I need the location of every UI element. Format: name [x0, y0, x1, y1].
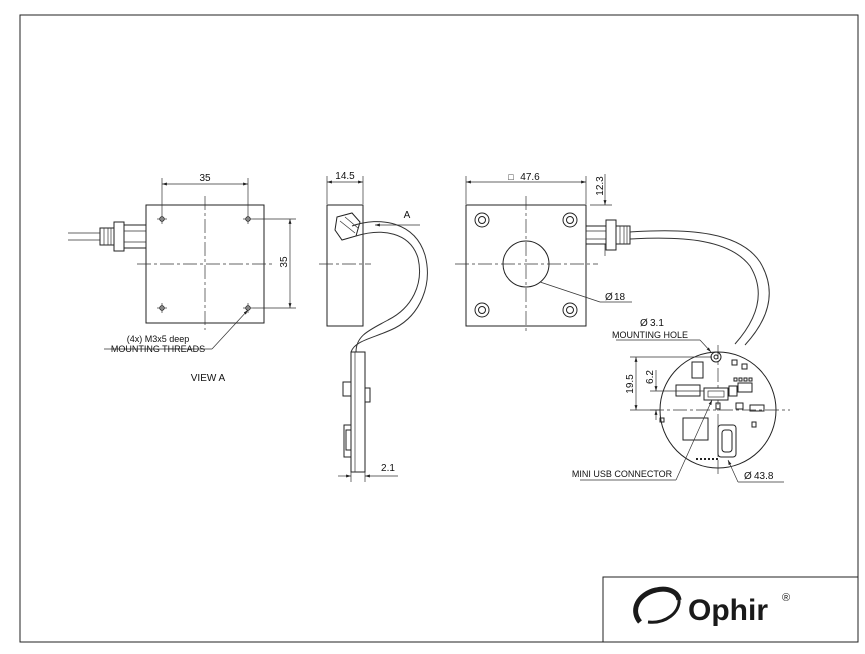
dim-pcb-thickness-text: 2.1 [381, 463, 395, 474]
dim-height-left-text: 35 [279, 256, 290, 268]
threads-qty-text: (4x) M3x5 deep [127, 334, 190, 344]
dim-thickness-text: 14.5 [335, 171, 355, 182]
drawing-border [19, 14, 859, 643]
mounting-hole [710, 351, 722, 363]
cable-connector-front [585, 219, 770, 346]
sensor-body-side [326, 204, 364, 327]
dim-width-front-symbol: □ [508, 172, 514, 182]
pcb-components [659, 359, 765, 460]
side-view: 14.5 A 2.1 [319, 171, 428, 482]
dim-pcb-thickness: 2.1 [338, 463, 398, 482]
dim-offset-text: 12.3 [595, 176, 606, 196]
hole-dia-text: 3.1 [650, 318, 664, 329]
usb-label-text: MINI USB CONNECTOR [572, 469, 673, 479]
board-dia-symbol: Ø [744, 471, 752, 482]
aperture [502, 240, 550, 288]
dim-6-2-text: 6.2 [645, 370, 656, 384]
hole-label-text: MOUNTING HOLE [612, 330, 688, 340]
board-dia-text: 43.8 [754, 471, 774, 482]
dim-19-5-text: 19.5 [625, 374, 636, 394]
dim-width-left-text: 35 [199, 173, 211, 184]
aperture-dia-text: 18 [614, 292, 626, 303]
threads-label-text: MOUNTING THREADS [111, 344, 205, 354]
view-a-caption: VIEW A [191, 373, 226, 384]
dim-pcb-heights: 19.5 6.2 [625, 356, 712, 420]
dim-width-left: 35 [161, 173, 249, 214]
dim-width-front: □ 47.6 [465, 172, 587, 204]
dim-thickness: 14.5 [326, 171, 364, 204]
dim-height-left: 35 [253, 218, 296, 309]
ophir-swoosh-icon [633, 586, 682, 624]
view-a: 35 35 (4x) M3x5 deep MOUNTING THREADS VI… [68, 173, 296, 384]
pcb-side [350, 351, 366, 473]
dim-offset: 12.3 [590, 174, 612, 256]
logo-word: Ophir [688, 594, 768, 627]
view-a-arrow-label: A [404, 210, 411, 221]
hole-dia-symbol: Ø [640, 318, 648, 329]
cable-connector-left [68, 221, 147, 252]
corner-holes [474, 212, 578, 318]
pcb-view: Ø 3.1 MOUNTING HOLE [572, 318, 790, 483]
front-view: □ 47.6 12.3 Ø 18 [455, 172, 770, 346]
aperture-dia-symbol: Ø [605, 292, 613, 303]
logo-registered: ® [782, 592, 790, 604]
dim-width-front-text: 47.6 [520, 172, 540, 183]
logo-box: Ophir ® [602, 576, 859, 643]
